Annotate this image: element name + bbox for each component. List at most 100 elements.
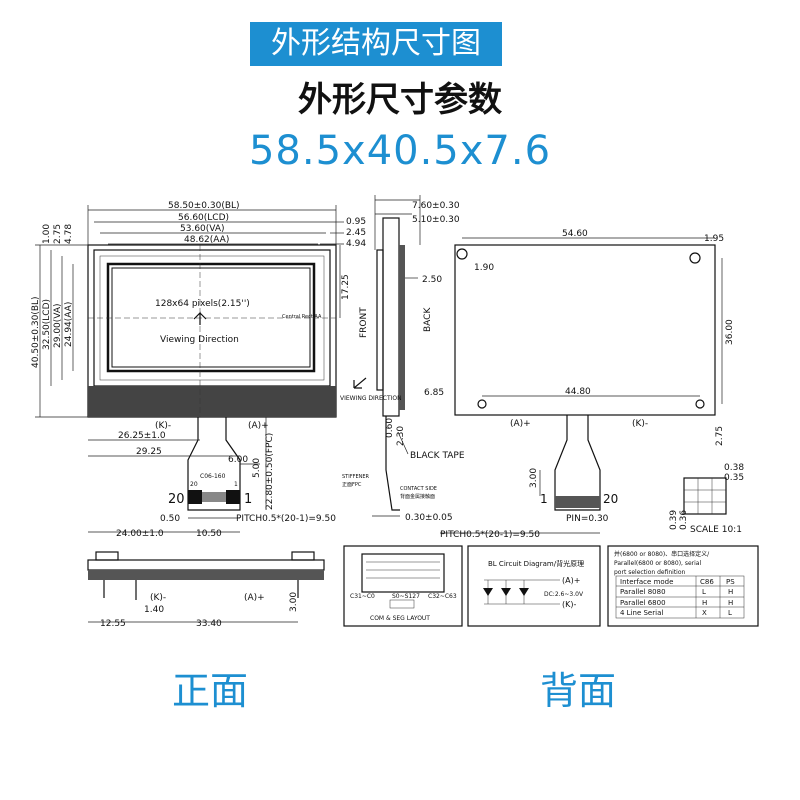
dim-230: 2.30 — [396, 426, 406, 446]
dim-245: 2.45 — [346, 228, 366, 238]
black-tape-label: BLACK TAPE — [410, 451, 465, 461]
table-row: H — [702, 599, 707, 607]
back-hole-left — [456, 248, 468, 260]
table-head-ps: PS — [726, 578, 735, 586]
side-fpc — [385, 416, 400, 511]
dim-140: 1.40 — [144, 605, 164, 615]
seg-title: COM & SEG LAYOUT — [370, 615, 430, 622]
dim-5460: 54.60 — [562, 229, 588, 239]
dim-2400: 24.00±1.0 — [116, 529, 164, 539]
table-title-3: port selection definition — [614, 569, 686, 576]
stiffener-note: 正面FPC — [342, 482, 362, 488]
front-a-plus: (A)+ — [248, 421, 269, 431]
dim-050: 0.50 — [160, 514, 180, 524]
dim-039: 0.39 — [669, 510, 679, 530]
dim-600: 6.00 — [228, 455, 248, 465]
dim-494: 4.94 — [346, 239, 366, 249]
table-row: X — [702, 609, 707, 617]
side-body — [382, 217, 400, 417]
front-side-label: 正面 — [172, 669, 249, 713]
side-backlight — [399, 245, 405, 410]
dim-bottom-300: 3.00 — [289, 592, 299, 612]
viewing-arrow-icon — [193, 311, 207, 325]
contact-side-note: 背面金属接触面 — [400, 493, 435, 500]
bottom-backlight — [88, 570, 324, 580]
dim-aa-height: 24.94(AA) — [64, 302, 74, 347]
dim-pitch-back: PITCH0.5*(20-1)=9.50 — [440, 530, 540, 540]
dim-v100: 1.00 — [42, 224, 52, 244]
dim-030: 0.30±0.05 — [405, 513, 453, 523]
dim-3340: 33.40 — [196, 619, 222, 629]
front-fpc — [187, 417, 241, 511]
table-row: L — [702, 588, 706, 596]
seg-c31: C31~C0 — [350, 593, 375, 600]
back-fpc — [554, 415, 601, 511]
dimension-subtitle: 外形尺寸参数 — [298, 80, 502, 120]
dim-760: 7.60±0.30 — [412, 201, 460, 211]
pin-detail: 0.38 0.35 0.39 0.36 SCALE 10:1 — [669, 463, 744, 535]
table-row: H — [728, 588, 733, 596]
dim-back-300: 3.00 — [529, 468, 539, 488]
fpc-pin1-small: 1 — [234, 481, 238, 488]
dim-v478: 4.78 — [64, 224, 74, 244]
seg-c32: C32~C63 — [428, 593, 457, 600]
table-row: Parallel 6800 — [620, 599, 666, 607]
back-outline — [454, 244, 716, 416]
table-row: L — [728, 609, 732, 617]
fpc-pin20-small: 20 — [190, 481, 198, 488]
front-aa-inner — [111, 267, 311, 368]
back-pin-1: 1 — [540, 492, 548, 506]
led-icon — [501, 588, 511, 596]
side-front-label: FRONT — [359, 307, 369, 338]
viewing-direction-arrow-icon — [353, 377, 367, 389]
table-head-c86: C86 — [700, 578, 714, 586]
dim-lcd-height: 32.50(LCD) — [42, 299, 52, 350]
back-hole-right — [689, 252, 701, 264]
central-rect-label: Central Rect AA — [282, 314, 322, 320]
dim-4480: 44.80 — [565, 387, 591, 397]
bottom-view: (K)- (A)+ 1.40 3.00 12.55 33.40 — [87, 551, 325, 629]
dim-510: 5.10±0.30 — [412, 215, 460, 225]
dim-685: 6.85 — [424, 388, 444, 398]
dim-195: 1.95 — [704, 234, 724, 244]
table-head-mode: Interface mode — [620, 578, 673, 586]
dim-bl-height: 40.50±0.30(BL) — [31, 296, 41, 368]
bottom-top-plate — [87, 559, 325, 571]
led-icon — [483, 588, 493, 596]
viewing-direction-label: Viewing Direction — [160, 335, 239, 345]
side-view: 7.60±0.30 5.10±0.30 2.50 FRONT BACK VIEW… — [340, 195, 465, 523]
bottom-a-plus: (A)+ — [244, 593, 265, 603]
contact-side-label: CONTACT SIDE — [400, 486, 437, 492]
dim-2925: 29.25 — [136, 447, 162, 457]
led-icon — [519, 588, 529, 596]
dim-v275: 2.75 — [53, 224, 63, 244]
dim-095: 0.95 — [346, 217, 366, 227]
fpc-mark-20: 20 — [168, 492, 185, 507]
dim-1255: 12.55 — [100, 619, 126, 629]
dim-1050: 10.50 — [196, 529, 222, 539]
front-aa-outline — [106, 262, 316, 373]
back-k-minus: (K)- — [632, 419, 648, 429]
table-title-2: Parallel(6800 or 8080), serial — [614, 560, 701, 567]
diagram-title-banner: 外形结构尺寸图 — [250, 22, 502, 66]
fpc-code: C06-160 — [200, 473, 226, 480]
dim-va-height: 29.00(VA) — [53, 303, 63, 348]
bl-circuit: BL Circuit Diagram/背光原理 (A)+ (K)- DC:2.6… — [467, 545, 601, 627]
pixels-label: 128x64 pixels(2.15'') — [155, 299, 250, 309]
dim-038: 0.38 — [724, 463, 744, 473]
dim-250: 2.50 — [422, 275, 442, 285]
dim-pitch-front: PITCH0.5*(20-1)=9.50 — [236, 514, 336, 524]
bl-k-minus: (K)- — [562, 600, 576, 609]
interface-table: 并(6800 or 8080)、串口选择定义/ Parallel(6800 or… — [607, 545, 759, 627]
dim-035: 0.35 — [724, 473, 744, 483]
com-seg-layout: C31~C0 S0~S127 C32~C63 COM & SEG LAYOUT — [343, 545, 463, 627]
dim-1725: 17.25 — [341, 274, 351, 300]
dim-060: 0.60 — [385, 418, 395, 438]
pin-width: PIN=0.30 — [566, 514, 609, 524]
table-title-1: 并(6800 or 8080)、串口选择定义/ — [614, 550, 710, 558]
dim-aa-width: 48.62(AA) — [184, 235, 229, 245]
seg-s0: S0~S127 — [392, 593, 420, 600]
front-view: 128x64 pixels(2.15'') Viewing Direction … — [31, 201, 366, 539]
table-row: Parallel 8080 — [620, 588, 666, 596]
stiffener-label: STIFFENER — [342, 474, 370, 480]
